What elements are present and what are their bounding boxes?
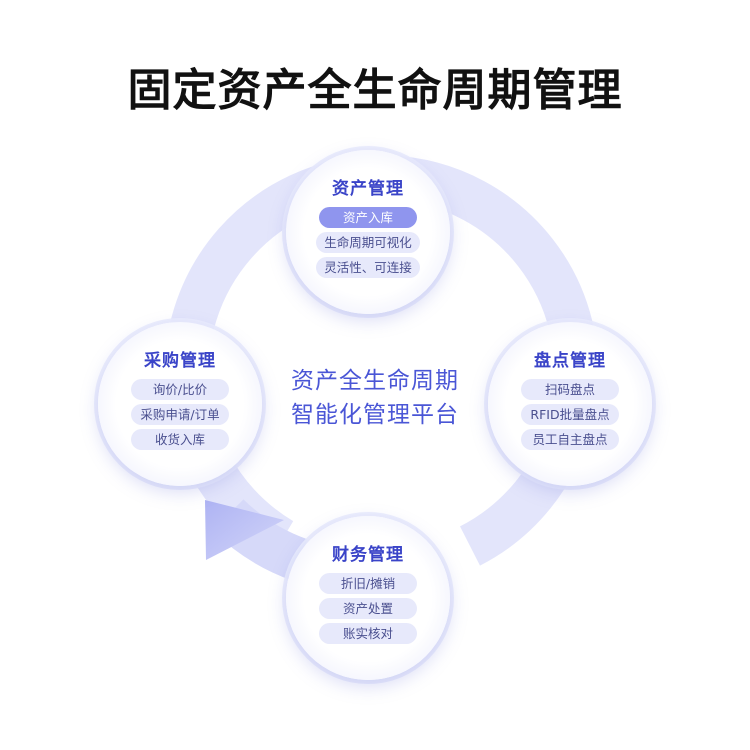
pill-item[interactable]: 扫码盘点 xyxy=(521,379,619,400)
node-title: 财务管理 xyxy=(332,545,404,565)
page-title: 固定资产全生命周期管理 xyxy=(127,65,623,116)
center-caption: 资产全生命周期 智能化管理平台 xyxy=(255,364,495,432)
pill-item[interactable]: 灵活性、可连接 xyxy=(316,257,420,278)
node-asset-management[interactable]: 资产管理 资产入库 生命周期可视化 灵活性、可连接 xyxy=(286,150,450,314)
pill-item[interactable]: 询价/比价 xyxy=(131,379,229,400)
node-procurement-management[interactable]: 采购管理 询价/比价 采购申请/订单 收货入库 xyxy=(98,322,262,486)
node-inventory-management[interactable]: 盘点管理 扫码盘点 RFID批量盘点 员工自主盘点 xyxy=(488,322,652,486)
pill-item[interactable]: 生命周期可视化 xyxy=(316,232,420,253)
center-line-2: 智能化管理平台 xyxy=(291,402,459,428)
center-line-1: 资产全生命周期 xyxy=(291,368,459,394)
node-title: 资产管理 xyxy=(332,179,404,199)
pill-item[interactable]: 员工自主盘点 xyxy=(521,429,619,450)
pill-item[interactable]: 资产处置 xyxy=(319,598,417,619)
node-finance-management[interactable]: 财务管理 折旧/摊销 资产处置 账实核对 xyxy=(286,516,450,680)
pill-item[interactable]: 账实核对 xyxy=(319,623,417,644)
pill-item[interactable]: 资产入库 xyxy=(319,207,417,228)
pill-item[interactable]: 收货入库 xyxy=(131,429,229,450)
node-title: 采购管理 xyxy=(144,351,216,371)
pill-item[interactable]: 采购申请/订单 xyxy=(131,404,229,425)
node-title: 盘点管理 xyxy=(534,351,606,371)
cycle-arrowhead xyxy=(205,500,284,560)
pill-item[interactable]: 折旧/摊销 xyxy=(319,573,417,594)
pill-item[interactable]: RFID批量盘点 xyxy=(521,404,619,425)
